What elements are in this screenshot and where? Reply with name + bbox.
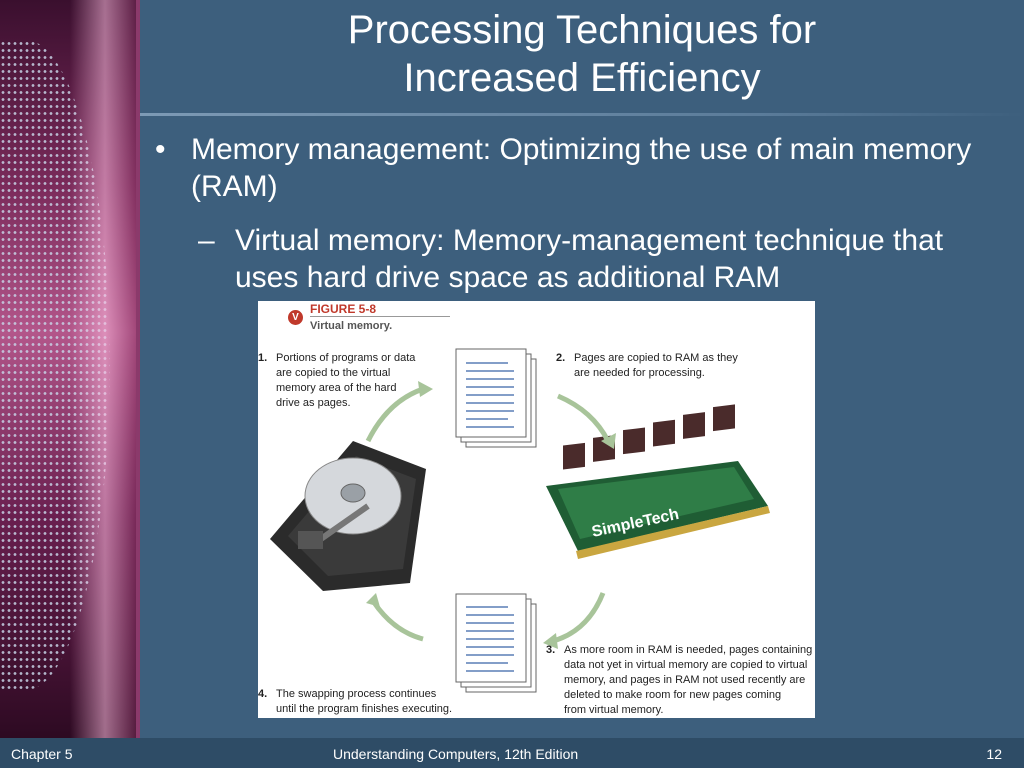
step-line: Portions of programs or data [276, 352, 416, 364]
step-line: drive as pages. [276, 397, 351, 409]
figure-rule [310, 316, 450, 317]
document-pages-icon [455, 348, 537, 448]
bullet-marker: • [155, 133, 166, 166]
step-line: Pages are copied to RAM as they [574, 352, 738, 364]
sub-bullet-text: Virtual memory: Memory-management techni… [235, 224, 944, 294]
document-pages-icon [455, 593, 537, 693]
step-line: from virtual memory. [564, 704, 664, 716]
step-line: memory, and pages in RAM not used recent… [564, 674, 806, 686]
title-divider [140, 113, 1024, 116]
figure-caption: Virtual memory. [310, 320, 393, 332]
virtual-memory-figure: V FIGURE 5-8 Virtual memory. [258, 301, 815, 718]
footer-page-number: 12 [986, 746, 1002, 762]
step-number: 4. [258, 688, 268, 700]
step-text: Portions of programs or data are copied … [276, 351, 415, 411]
glow-band [70, 0, 140, 738]
step-line: As more room in RAM is needed, pages con… [564, 644, 813, 656]
footer-chapter: Chapter 5 [11, 746, 73, 762]
slide-footer: Chapter 5 Understanding Computers, 12th … [0, 738, 1024, 768]
sub-bullet-marker: – [198, 224, 215, 257]
rim-edge [136, 0, 140, 738]
step-text: As more room in RAM is needed, pages con… [564, 643, 812, 718]
figure-illustration: SimpleTech [270, 348, 770, 693]
decorative-side-art [0, 0, 140, 738]
step-line: are needed for processing. [574, 367, 705, 379]
step-line: memory area of the hard [276, 382, 397, 394]
step-number: 1. [258, 352, 268, 364]
hard-drive-icon [270, 441, 426, 591]
figure-label: FIGURE 5-8 [310, 302, 377, 316]
figure-logo-icon: V [288, 310, 303, 325]
step-line: data not yet in virtual memory are copie… [564, 659, 808, 671]
step-text: The swapping process continues until the… [276, 687, 452, 717]
arrow-heads [366, 381, 616, 649]
step-text: Pages are copied to RAM as they are need… [574, 351, 738, 381]
step-number: 2. [556, 352, 566, 364]
step-line: The swapping process continues [276, 688, 437, 700]
title-line-1: Processing Techniques for [347, 8, 817, 52]
title-area [140, 0, 1024, 115]
ram-module-icon: SimpleTech [546, 404, 770, 559]
title-line-2: Increased Efficiency [403, 56, 761, 100]
bullet-text: Memory management: Optimizing the use of… [191, 133, 972, 203]
step-line: are copied to the virtual [276, 367, 391, 379]
slide-title: Processing Techniques for Increased Effi… [150, 6, 1014, 102]
step-line: deleted to make room for new pages comin… [564, 689, 782, 701]
cycle-arrows [365, 386, 611, 644]
step-number: 3. [546, 644, 556, 656]
step-line: until the program finishes executing. [276, 703, 453, 715]
footer-book-title: Understanding Computers, 12th Edition [333, 746, 579, 762]
